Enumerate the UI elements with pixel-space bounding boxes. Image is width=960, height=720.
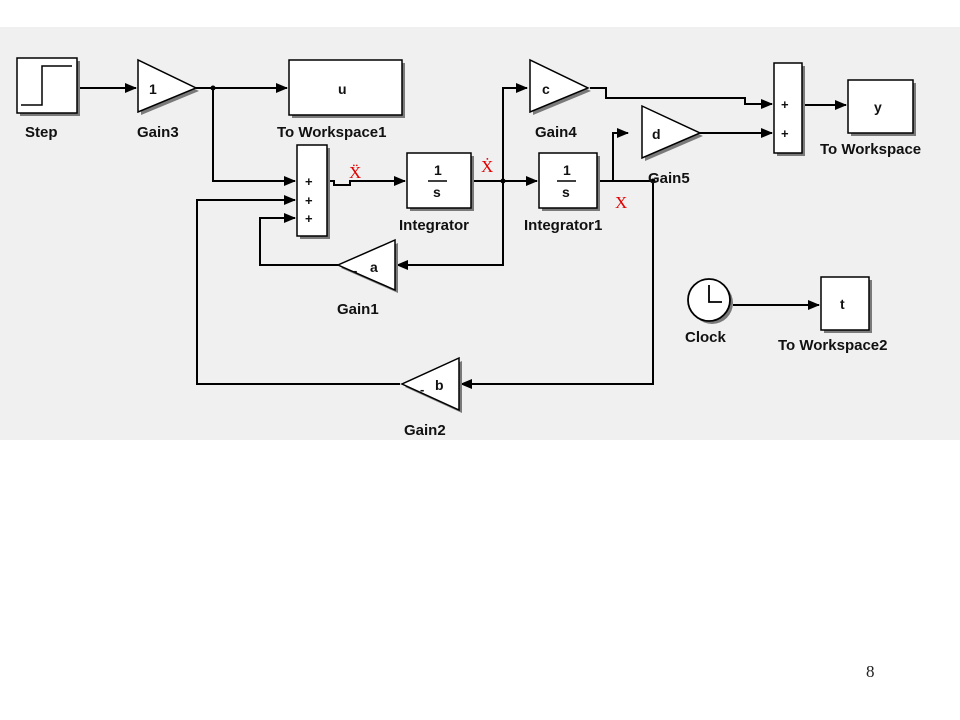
to-workspace-label: To Workspace [820,141,921,158]
gain1-value: a [370,259,378,275]
to-workspace1-value: u [338,81,347,97]
gain2-label: Gain2 [404,422,446,439]
integrator-label: Integrator [399,217,469,234]
clock-block[interactable] [687,278,733,324]
sum1-sign-1: + [305,174,313,189]
to-workspace-block[interactable]: y [847,79,916,136]
gain5-label: Gain5 [648,170,690,187]
sum2-block[interactable]: + + [773,62,805,156]
signal-x-ddot: Ẍ [349,163,361,182]
gain5-value: d [652,126,661,142]
gain3-block[interactable]: 1 [137,58,199,115]
to-workspace2-value: t [840,296,845,312]
to-workspace1-block[interactable]: u [288,59,405,118]
gain1-label: Gain1 [337,301,379,318]
gain5-block[interactable]: d [641,104,703,161]
clock-label: Clock [685,329,727,346]
gain4-block[interactable]: c [529,58,591,115]
to-workspace2-label: To Workspace2 [778,337,887,354]
step-icon [21,65,72,106]
gain1-sign: - [353,263,357,278]
gain2-sign: - [420,382,424,397]
sum1-block[interactable]: + + + [296,144,330,239]
integrator1-block[interactable]: 1 s [538,152,600,211]
to-workspace-value: y [874,99,882,115]
gain4-label: Gain4 [535,124,577,141]
integrator1-den: s [562,184,570,200]
sum2-sign-1: + [781,97,789,112]
step-block[interactable] [16,57,80,116]
integrator-num: 1 [434,162,442,178]
to-workspace1-label: To Workspace1 [277,124,386,141]
gain3-label: Gain3 [137,124,179,141]
gain2-value: b [435,377,444,393]
sum1-sign-3: + [305,211,313,226]
to-workspace2-block[interactable]: t [820,276,872,333]
signal-x-dot: Ẋ [481,157,493,176]
gain4-value: c [542,81,550,97]
gain2-block[interactable]: - b [400,356,462,413]
integrator1-num: 1 [563,162,571,178]
signal-x: X [615,193,627,212]
integrator1-label: Integrator1 [524,217,602,234]
step-label: Step [25,124,58,141]
signal-wires [78,83,847,389]
page-number: 8 [866,662,875,681]
gain3-value: 1 [149,81,157,97]
sum1-sign-2: + [305,193,313,208]
clock-icon [708,285,722,303]
sum2-sign-2: + [781,126,789,141]
integrator-block[interactable]: 1 s [406,152,474,211]
integrator-den: s [433,184,441,200]
gain1-block[interactable]: - a [336,238,398,293]
